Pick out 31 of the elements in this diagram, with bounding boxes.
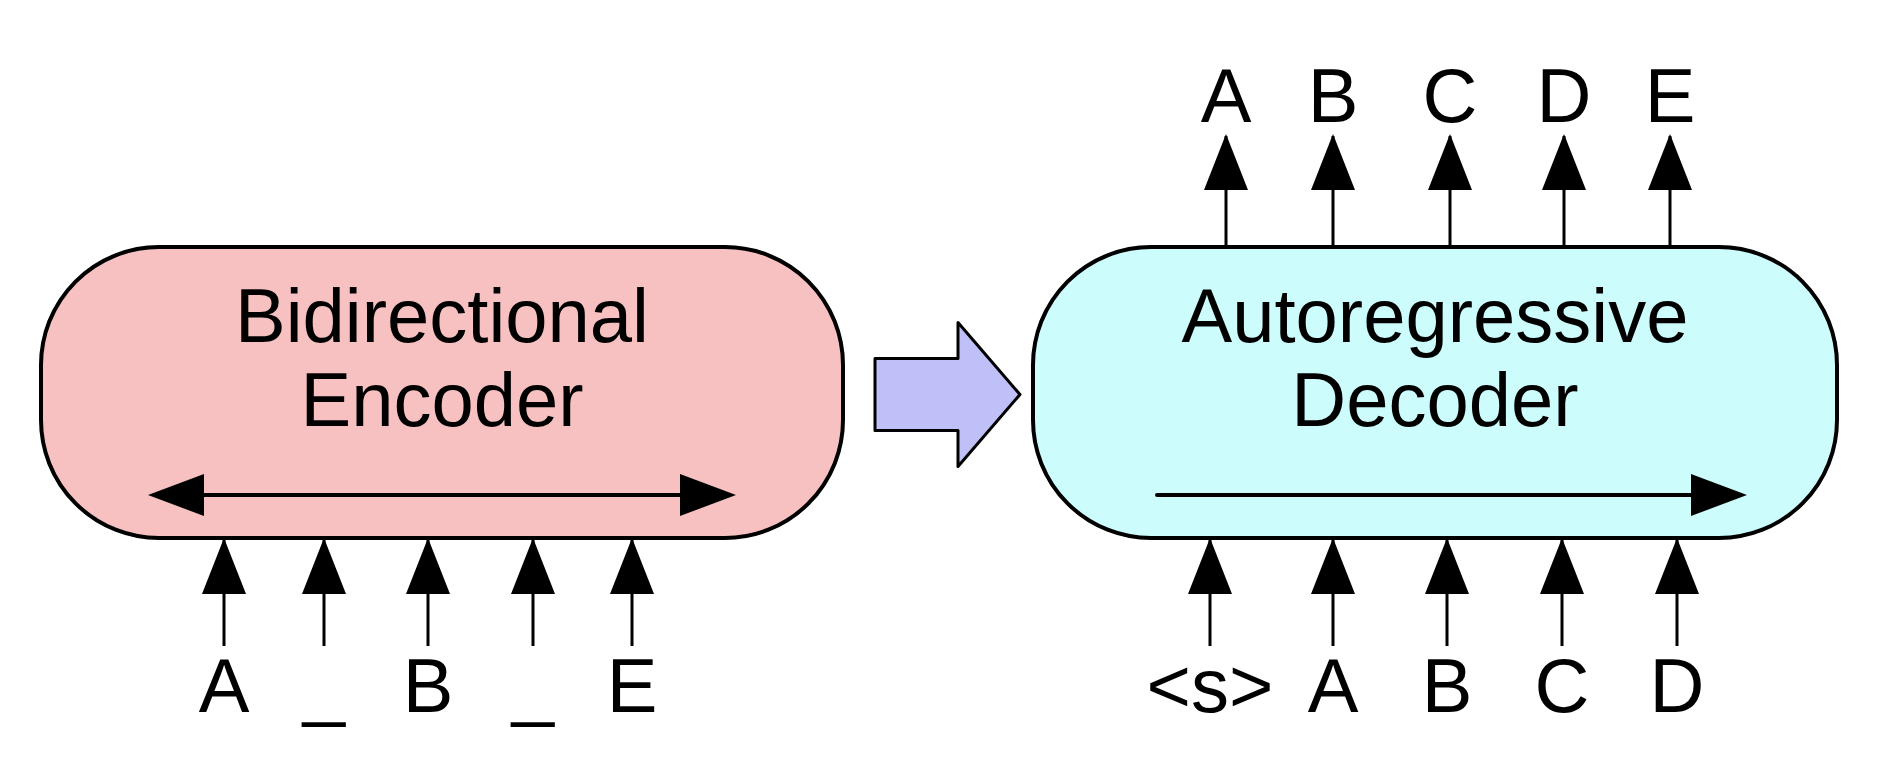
block-arrow bbox=[873, 321, 1022, 468]
arrow bbox=[511, 538, 555, 646]
arrow bbox=[1425, 538, 1469, 646]
box-label: Bidirectional Encoder bbox=[234, 273, 650, 442]
token-label: E bbox=[606, 648, 658, 724]
token-label: B bbox=[402, 648, 454, 724]
token-label: C bbox=[1534, 648, 1590, 724]
arrow bbox=[610, 538, 654, 646]
arrow bbox=[1204, 134, 1248, 245]
arrow bbox=[202, 538, 246, 646]
token-label: B bbox=[1421, 648, 1473, 724]
arrow bbox=[302, 538, 346, 646]
token-label: E bbox=[1644, 58, 1696, 134]
token-label: A bbox=[198, 648, 250, 724]
token-label: D bbox=[1649, 648, 1705, 724]
token-label: A bbox=[1200, 58, 1252, 134]
arrow bbox=[1655, 538, 1699, 646]
arrow bbox=[1542, 134, 1586, 245]
token-label: A bbox=[1307, 648, 1359, 724]
token-label: C bbox=[1422, 58, 1478, 134]
token-label: D bbox=[1536, 58, 1592, 134]
arrow bbox=[1648, 134, 1692, 245]
arrow bbox=[1540, 538, 1584, 646]
box-label: Autoregressive Decoder bbox=[1180, 273, 1690, 442]
arrow bbox=[406, 538, 450, 646]
arrow bbox=[1311, 538, 1355, 646]
token-label: <s> bbox=[1146, 648, 1274, 724]
arrow bbox=[1188, 538, 1232, 646]
arrow bbox=[1311, 134, 1355, 245]
arrow bbox=[1428, 134, 1472, 245]
token-label: B bbox=[1307, 58, 1359, 134]
